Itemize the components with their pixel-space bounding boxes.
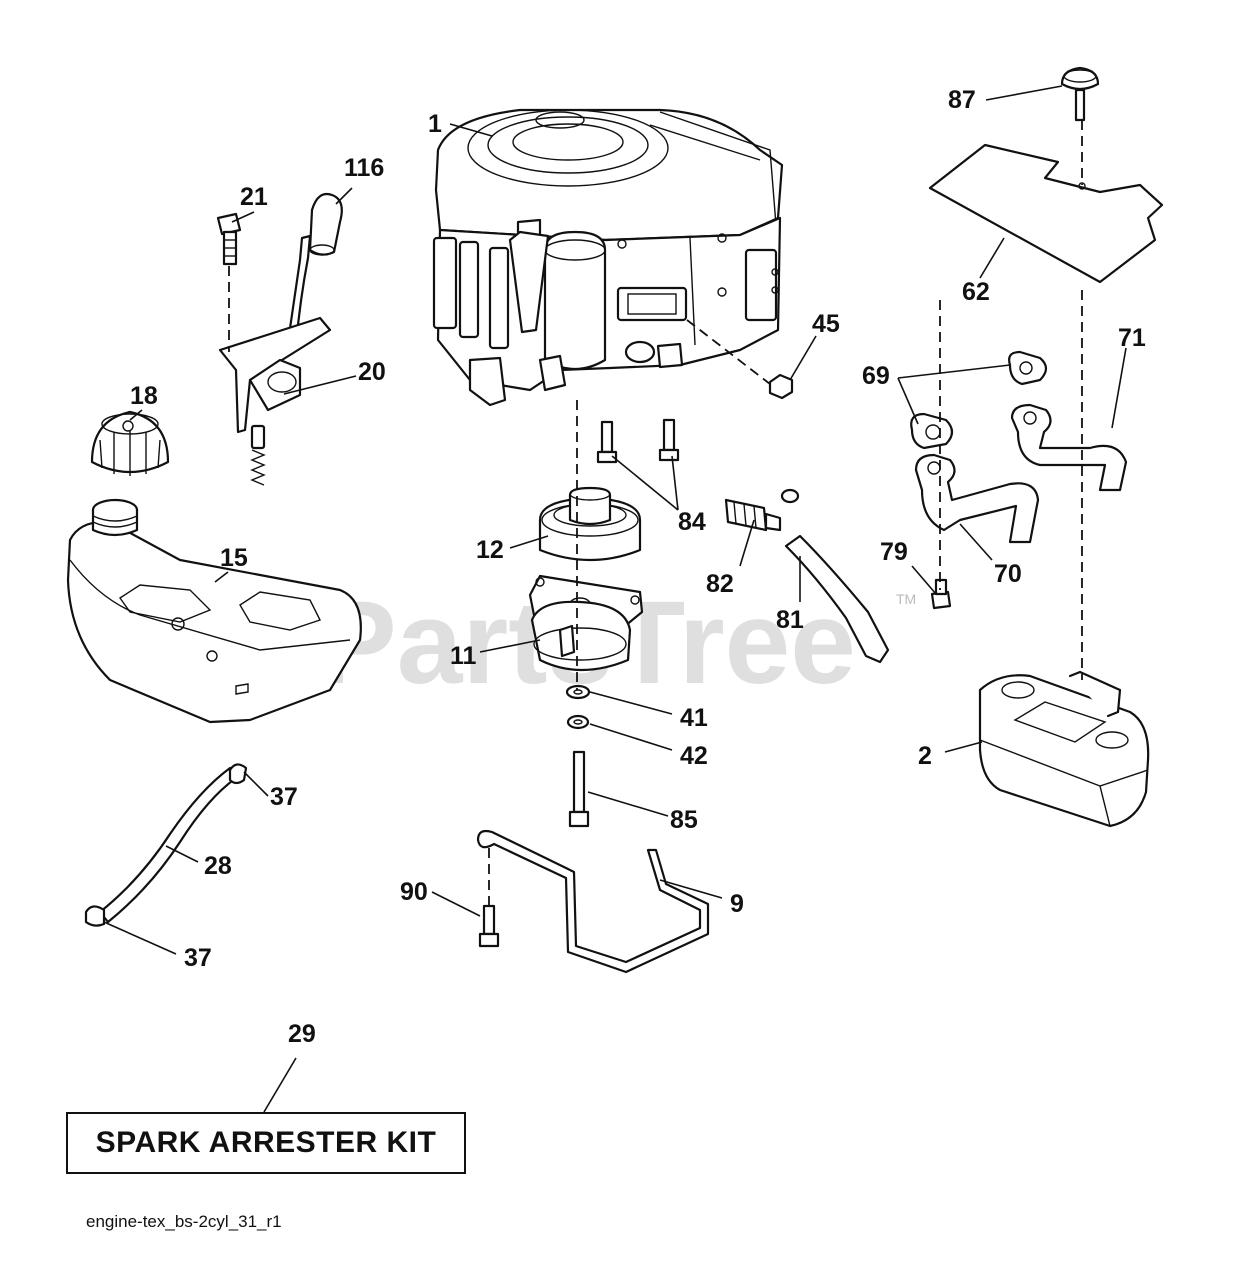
callout-37-bottom: 37 [184, 944, 212, 972]
bolt-90-part [478, 904, 500, 948]
spark-arrester-kit-box: SPARK ARRESTER KIT [66, 1112, 466, 1174]
bolts-84-part [596, 418, 680, 464]
muffler-part [978, 670, 1150, 828]
nut-part [768, 373, 794, 400]
knob-screw-part [1060, 66, 1100, 122]
hose-81-part [784, 534, 890, 664]
bolt-21-part [216, 212, 242, 266]
callout-37-top: 37 [270, 783, 298, 811]
callout-81: 81 [776, 606, 804, 634]
callout-29: 29 [288, 1020, 316, 1048]
callout-9: 9 [730, 890, 744, 918]
callout-28: 28 [204, 852, 232, 880]
callout-90: 90 [400, 878, 428, 906]
bolt-79-part [930, 578, 952, 610]
rod-part [476, 829, 710, 974]
callout-2: 2 [918, 742, 932, 770]
callout-15: 15 [220, 544, 248, 572]
fuel-cap-part [90, 410, 170, 476]
callout-labels: 1 116 21 20 18 15 87 62 45 69 71 84 12 8… [130, 86, 1146, 1048]
exhaust-pipe-left-part [914, 453, 1040, 544]
callout-82: 82 [706, 570, 734, 598]
fitting-part [724, 488, 800, 532]
washer-42-part [566, 714, 590, 730]
heat-shield-part [928, 143, 1164, 284]
fuel-line-part [84, 763, 248, 927]
callout-42: 42 [680, 742, 708, 770]
callout-21: 21 [240, 183, 268, 211]
pulley-part [538, 486, 642, 562]
callout-12: 12 [476, 536, 504, 564]
callout-45: 45 [812, 310, 840, 338]
callout-18: 18 [130, 382, 158, 410]
bolt-85-part [568, 750, 590, 828]
watermark-tm: TM [896, 591, 916, 607]
callout-87: 87 [948, 86, 976, 114]
spark-arrester-kit-label: SPARK ARRESTER KIT [95, 1126, 437, 1159]
leader-lines [103, 85, 1127, 1113]
callout-41: 41 [680, 704, 708, 732]
callout-70: 70 [994, 560, 1022, 588]
diagram-id-label: engine-tex_bs-2cyl_31_r1 [86, 1212, 282, 1231]
callout-116: 116 [344, 154, 384, 182]
alignment-lines [228, 120, 1083, 906]
callout-85: 85 [670, 806, 698, 834]
washer-41-part [565, 684, 591, 700]
callout-1: 1 [428, 110, 442, 138]
throttle-lever-part [218, 192, 343, 486]
engine-part [432, 108, 784, 407]
clutch-part [528, 574, 644, 672]
exhaust-pipe-right-part [1010, 403, 1128, 492]
callout-20: 20 [358, 358, 386, 386]
callout-62: 62 [962, 278, 990, 306]
exhaust-gasket-part [910, 350, 1048, 450]
callout-69: 69 [862, 362, 890, 390]
fuel-tank-part [66, 498, 362, 724]
callout-84: 84 [678, 508, 706, 536]
callout-11: 11 [450, 642, 477, 670]
callout-71: 71 [1118, 324, 1146, 352]
callout-79: 79 [880, 538, 908, 566]
